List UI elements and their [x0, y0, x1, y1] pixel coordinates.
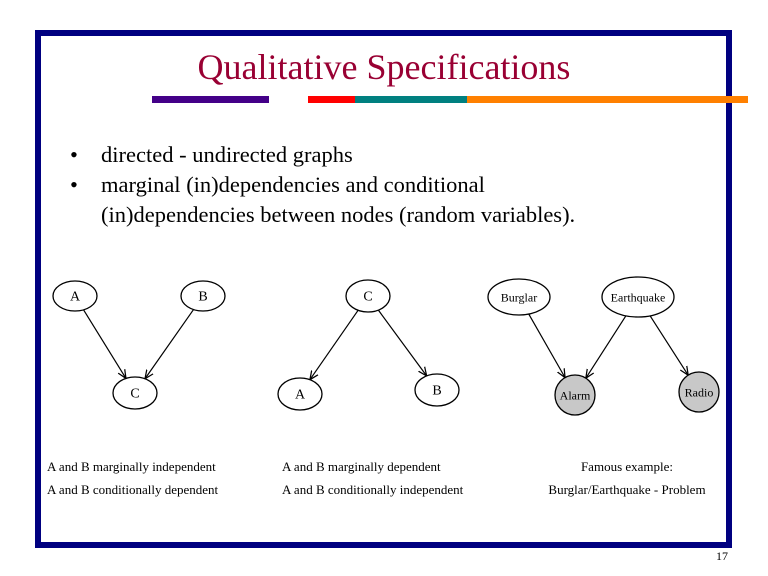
node-a: A [52, 280, 98, 312]
edge-c-to-a [310, 309, 359, 379]
bullet-icon: • [70, 142, 78, 167]
node-b: B [180, 280, 226, 312]
bullet-text: directed - undirected graphs [101, 142, 353, 167]
node-burglar: Burglar [487, 278, 551, 316]
node-shape [52, 280, 98, 312]
node-shape [487, 278, 551, 316]
decor-bar-teal [355, 96, 467, 103]
node-shape [554, 374, 596, 416]
node-b: B [414, 373, 460, 407]
node-shape [277, 377, 323, 411]
node-radio: Radio [678, 371, 720, 413]
bullet-icon: • [70, 172, 78, 197]
node-label: B [432, 384, 441, 399]
node-shape [180, 280, 226, 312]
bullet-continuation: (in)dependencies between nodes (random v… [101, 202, 576, 227]
caption-line: A and B conditionally dependent [47, 482, 219, 497]
decor-bar-red [308, 96, 355, 103]
caption-line: A and B marginally dependent [282, 459, 441, 474]
node-label: B [198, 290, 207, 305]
node-earthquake: Earthquake [601, 276, 675, 318]
caption-graph-2: A and B marginally dependent A and B con… [282, 455, 463, 501]
slide-frame [35, 30, 732, 548]
node-shape [678, 371, 720, 413]
node-label: A [70, 290, 81, 305]
node-label: A [295, 388, 306, 403]
node-c: C [112, 376, 158, 410]
caption-graph-3: Famous example: Burglar/Earthquake - Pro… [527, 455, 727, 501]
bullet-list: • directed - undirected graphs • margina… [70, 140, 575, 230]
edge-earthquake-to-radio [649, 315, 688, 375]
bullet-item: • directed - undirected graphs [70, 140, 575, 170]
node-c: C [345, 279, 391, 313]
node-label: C [363, 290, 372, 305]
edge-b-to-c [145, 309, 195, 379]
node-shape [601, 276, 675, 318]
node-shape [345, 279, 391, 313]
caption-graph-1: A and B marginally independent A and B c… [47, 455, 218, 501]
node-shape [112, 376, 158, 410]
node-alarm: Alarm [554, 374, 596, 416]
edge-c-to-b [377, 309, 426, 376]
decor-bar-purple [152, 96, 269, 103]
caption-line: A and B marginally independent [47, 459, 216, 474]
bullet-item: • marginal (in)dependencies and conditio… [70, 170, 575, 200]
node-label: Earthquake [611, 291, 666, 305]
edge-earthquake-to-alarm [586, 315, 627, 378]
node-shape [414, 373, 460, 407]
node-label: C [130, 387, 139, 402]
slide-title: Qualitative Specifications [197, 47, 571, 87]
node-label: Burglar [501, 291, 537, 305]
decor-bar-orange [467, 96, 748, 103]
edge-burglar-to-alarm [528, 313, 565, 378]
bullet-text: marginal (in)dependencies and conditiona… [101, 172, 485, 197]
node-a: A [277, 377, 323, 411]
node-label: Alarm [560, 389, 591, 403]
caption-line: Famous example: [580, 459, 674, 474]
caption-line: Burglar/Earthquake - Problem [548, 482, 706, 497]
caption-line: A and B conditionally independent [282, 482, 464, 497]
page-number: 17 [716, 549, 728, 563]
node-label: Radio [685, 386, 714, 400]
edge-a-to-c [83, 309, 126, 379]
